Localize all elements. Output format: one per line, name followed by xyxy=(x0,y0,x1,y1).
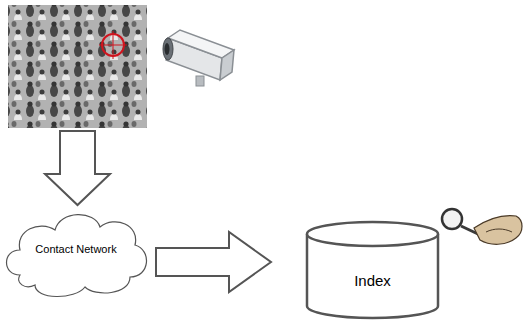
magnifier-icon xyxy=(442,209,522,244)
cylinder-outline xyxy=(305,220,440,320)
database-cylinder: Index xyxy=(305,220,440,320)
block-arrow xyxy=(45,131,110,205)
cloud-node: Contact Network xyxy=(0,205,152,300)
node-label: Index xyxy=(354,272,391,289)
block-arrow-connector xyxy=(156,232,271,292)
crowd-photo xyxy=(8,5,147,128)
camera-icon xyxy=(163,30,234,86)
node-label: Contact Network xyxy=(35,243,116,255)
